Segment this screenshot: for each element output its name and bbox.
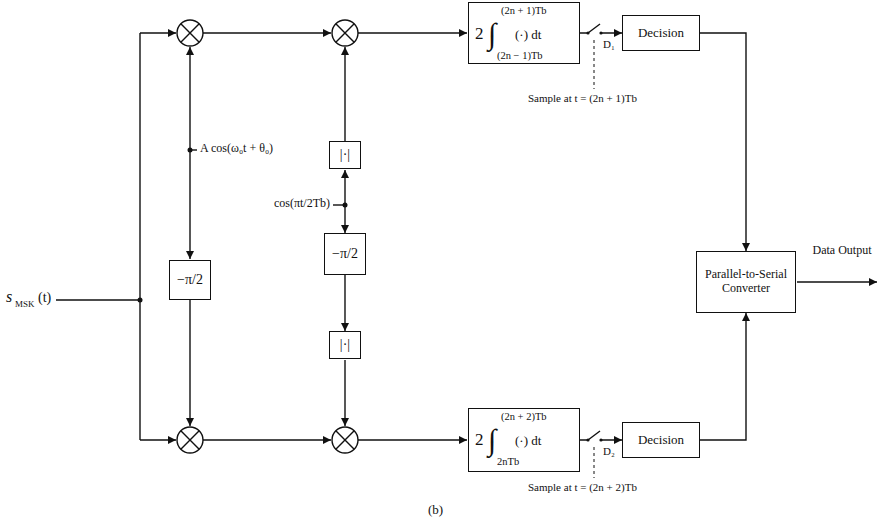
output-label: Data Output (812, 244, 872, 258)
box-text: Decision (634, 433, 688, 448)
box-text: −π/2 (328, 246, 362, 262)
box-text: |·| (336, 147, 354, 163)
figure-label: (b) (428, 503, 443, 518)
junction-dot (138, 298, 143, 303)
signal-subscript: MSK (15, 299, 35, 309)
wire-group (56, 33, 877, 440)
wire (358, 439, 467, 440)
signal-connector (580, 439, 622, 440)
junction-dots (138, 148, 348, 303)
wire (344, 360, 345, 426)
integrator-box: 2 (2n + 1)Tb ∫ (·) dt (2n − 1)Tb (468, 2, 580, 65)
integral-sign: ∫ (488, 19, 496, 49)
signal-connector (344, 275, 345, 331)
dashed-leader (594, 40, 595, 89)
integrator-box: 2 (2n + 2)Tb ∫ (·) dt 2nTb (468, 408, 580, 472)
drawing-path (181, 431, 199, 449)
sampling-switch (586, 431, 602, 478)
junction-dot (188, 148, 193, 153)
signal-connector (700, 313, 746, 440)
drawing-path (181, 24, 199, 42)
lower-limit: 2nTb (497, 457, 519, 468)
drawing-path (588, 24, 600, 33)
signal-connector (700, 33, 746, 251)
signal-label: cos(πt/2Tb) (274, 197, 330, 211)
integral-sign: ∫ (488, 425, 496, 455)
box-text: −π/2 (173, 272, 207, 288)
signal-name: D₂ (603, 445, 615, 458)
absolute-value-box: |·| (329, 141, 361, 169)
signal-argument: (t) (38, 290, 51, 306)
phase-shift-box: −π/2 (324, 233, 366, 275)
wire (203, 439, 331, 440)
drawing-circle (332, 20, 358, 46)
upper-limit: (2n + 2)Tb (501, 412, 547, 423)
converter-box: Parallel-to-Serial Converter (696, 251, 796, 313)
sampling-switch (586, 24, 602, 89)
drawing-circle (586, 438, 589, 441)
drawing-circle (177, 20, 203, 46)
box-text: |·| (336, 337, 354, 353)
sample-note: Sample at t = (2n + 2)Tb (528, 481, 637, 494)
signal-connector (580, 32, 622, 33)
input-wire (56, 299, 140, 300)
drawing-circle (177, 427, 203, 453)
multiplier-symbol (177, 427, 203, 453)
box-text: Parallel-to-Serial Converter (697, 268, 795, 296)
oscillator-wire (189, 47, 190, 150)
output-wire (797, 281, 877, 282)
upper-limit: (2n + 1)Tb (501, 6, 547, 17)
wire (189, 300, 190, 426)
signal-name: D₁ (603, 38, 615, 51)
sample-note: Sample at t = (2n + 1)Tb (528, 92, 637, 105)
signal-name: s (6, 288, 12, 306)
gain-factor: 2 (475, 25, 484, 42)
decision-box: Decision (622, 422, 700, 458)
decision-box: Decision (622, 15, 700, 51)
integrand: (·) dt (515, 434, 541, 447)
gain-factor: 2 (475, 431, 484, 448)
multiplier-symbol (177, 20, 203, 46)
wire (203, 32, 331, 33)
box-text: Decision (634, 26, 688, 41)
drawing-path (336, 431, 354, 449)
multiplier-symbol (332, 20, 358, 46)
absolute-value-box: |·| (329, 331, 361, 359)
wire (140, 439, 176, 440)
wire (358, 32, 467, 33)
oscillator-wire (189, 150, 190, 259)
wire (344, 47, 345, 141)
drawing-path (336, 24, 354, 42)
wire (344, 170, 345, 205)
junction-dot (343, 203, 348, 208)
wire (140, 32, 176, 33)
oscillator-label: A cos(ω₀t + θ₀) (200, 142, 273, 156)
drawing-circle (599, 31, 602, 34)
integrand: (·) dt (515, 28, 541, 41)
lower-limit: (2n − 1)Tb (497, 51, 543, 62)
split-wire (139, 33, 140, 440)
multiplier-symbol (332, 427, 358, 453)
phase-shift-box: −π/2 (169, 260, 211, 300)
wire (344, 205, 345, 233)
drawing-circle (332, 427, 358, 453)
dashed-leader (594, 447, 595, 478)
drawing-circle (586, 31, 589, 34)
drawing-path (588, 431, 600, 440)
drawing-circle (599, 438, 602, 441)
